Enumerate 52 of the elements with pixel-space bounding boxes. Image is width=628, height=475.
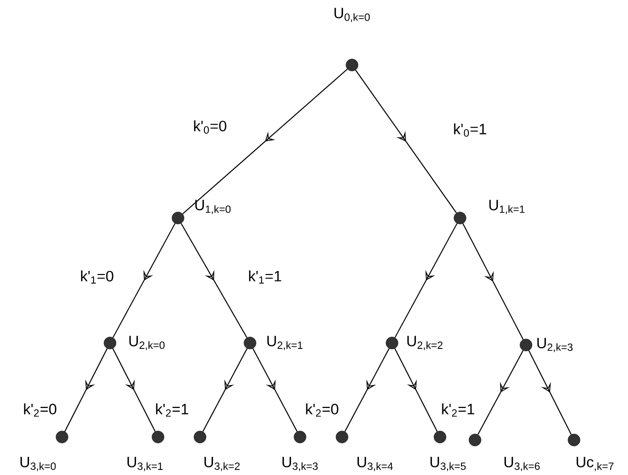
edge-label: k'$_{2}$=0 (24, 403, 56, 417)
edge-label: k'$_{2}$=0 (306, 403, 338, 417)
node-label: U$_{3,k=2}$ (204, 456, 240, 472)
node-label: U$_{3,k=5}$ (430, 456, 466, 472)
dot (152, 430, 164, 444)
arrow (202, 348, 248, 432)
node-label: U$_{3,k=3}$ (282, 456, 318, 472)
arrow (252, 348, 298, 432)
dot (520, 338, 532, 352)
arrow (394, 222, 458, 338)
node-label: U$_{3,k=6}$ (504, 456, 540, 472)
node-label: U$_{3,k=4}$ (358, 456, 393, 472)
edge-label: k'$_{0}$=0 (194, 120, 226, 134)
node-label: U$_{2,k=1}$ (267, 336, 302, 350)
arrow (344, 348, 390, 432)
node-label: U$_{2,k=2}$ (407, 336, 442, 350)
dot (172, 212, 184, 224)
dot (104, 336, 116, 350)
dot (244, 336, 256, 350)
arrow (394, 348, 438, 432)
arrow (64, 348, 108, 432)
arrow (182, 68, 348, 214)
node-label: U$_{2,k=0}$ (129, 336, 165, 350)
edge-label: k'$_{2}$=1 (442, 403, 474, 417)
dot (454, 212, 466, 224)
edge-label: k'$_{1}$=1 (249, 270, 282, 284)
dot (434, 430, 446, 444)
node-label: U$_{3,k=1}$ (128, 456, 163, 472)
dot (294, 430, 306, 444)
edge-label: k'$_{1}$=0 (81, 270, 114, 284)
arrow (112, 222, 176, 338)
edge-label: k'$_{2}$=1 (156, 403, 188, 417)
arrow (462, 223, 524, 340)
arrow (477, 350, 524, 436)
dot (336, 430, 348, 444)
arrow (180, 222, 248, 338)
dot (468, 434, 482, 446)
node-label: U$_{2,k=3}$ (537, 338, 573, 352)
node-label: U$_{3,k=0}$ (20, 456, 56, 472)
node-label: U$_{1,k=1}$ (489, 200, 524, 214)
node-label: U$_{1,k=0}$ (195, 200, 231, 214)
arrow (112, 348, 156, 432)
dot (194, 430, 206, 444)
dot (346, 58, 358, 72)
node-label: U$_{0,k=0}$ (334, 8, 370, 22)
dot (386, 336, 398, 350)
edge-label: k'$_{0}$=1 (454, 123, 486, 137)
arrow (528, 350, 572, 435)
arrow (355, 70, 457, 214)
dot (56, 430, 68, 444)
dot (568, 434, 580, 446)
node-label: Uc$_{,k=7}$ (576, 456, 614, 472)
